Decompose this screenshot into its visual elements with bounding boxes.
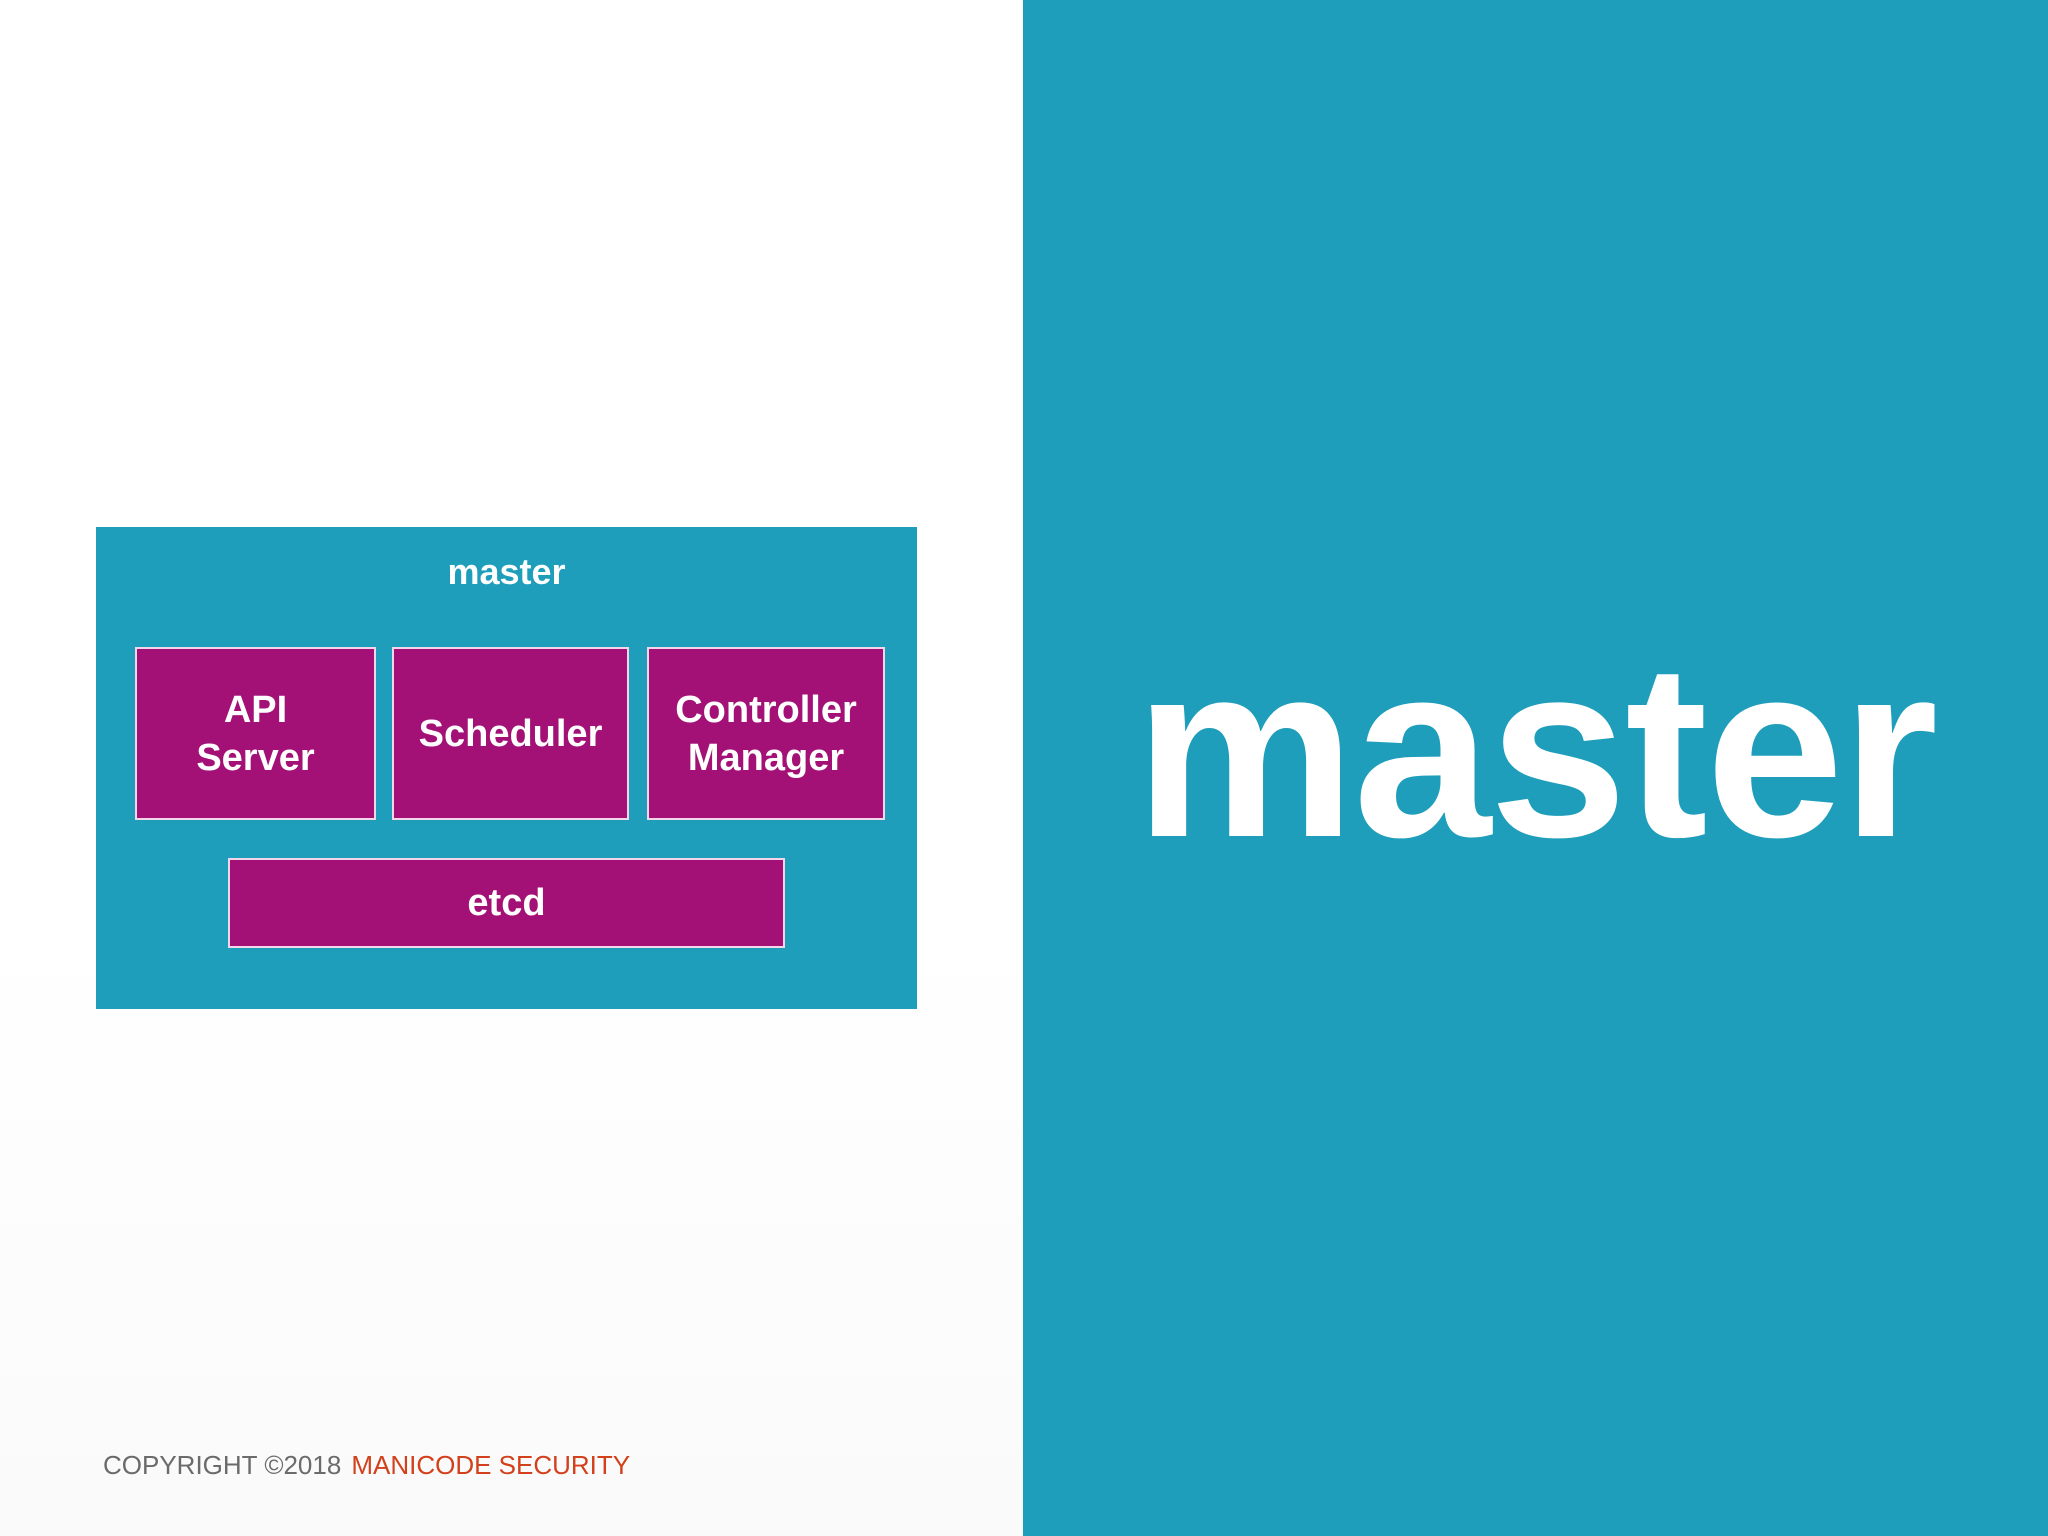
brand-text: MANICODE SECURITY	[351, 1450, 631, 1480]
master-node-label: master	[447, 551, 566, 592]
copyright-text: COPYRIGHT ©2018	[103, 1450, 342, 1480]
master-node-diagram: master API Server Scheduler Controller M…	[96, 527, 917, 1009]
scheduler-box: Scheduler	[392, 647, 629, 820]
slide-title: master	[1134, 611, 1938, 889]
api-server-label: API Server	[196, 688, 315, 779]
etcd-box: etcd	[228, 858, 785, 948]
footer: COPYRIGHT ©2018 MANICODE SECURITY	[103, 1448, 630, 1482]
right-panel: master	[1023, 0, 2048, 1536]
api-server-box: API Server	[135, 647, 376, 820]
etcd-label: etcd	[467, 882, 546, 924]
left-panel: master API Server Scheduler Controller M…	[0, 0, 1023, 1536]
controller-manager-label: Controller Manager	[675, 688, 857, 779]
controller-manager-box: Controller Manager	[647, 647, 885, 820]
scheduler-label: Scheduler	[418, 712, 603, 755]
